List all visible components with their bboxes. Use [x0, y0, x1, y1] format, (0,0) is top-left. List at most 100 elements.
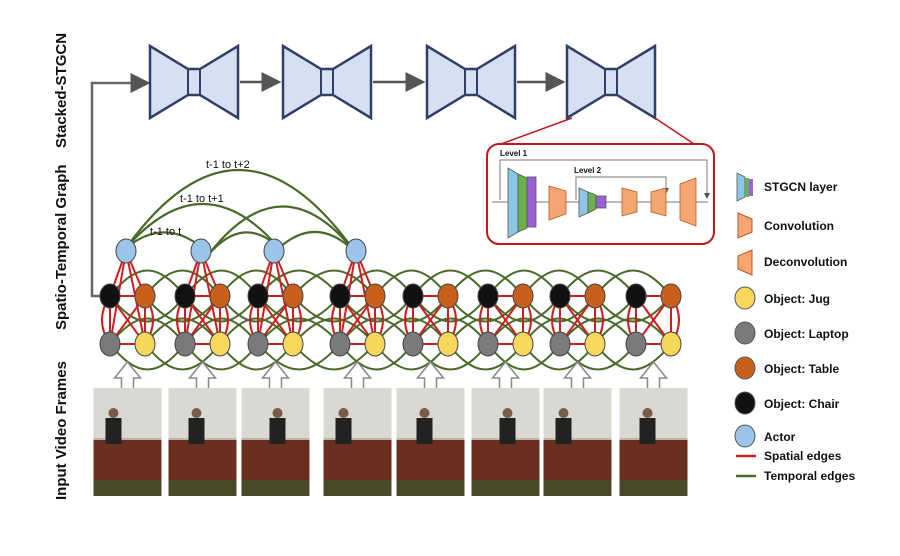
stacked-hourglasses [148, 43, 657, 121]
frame-window [543, 388, 612, 438]
frame-table [93, 440, 162, 480]
inset-conv-2 [621, 187, 638, 217]
temporal-edge [339, 343, 414, 371]
inset-stgcn-layer-1 [507, 167, 519, 239]
node-table [584, 283, 606, 309]
temporal-edge [144, 343, 221, 371]
temporal-edge [339, 269, 414, 297]
node-actor [263, 238, 285, 264]
frame-person-head [191, 408, 202, 418]
temporal-edge [487, 269, 561, 297]
temporal-edge [339, 317, 414, 345]
hourglass-3 [425, 43, 517, 121]
temporal-edge [109, 317, 186, 345]
hourglass-4 [565, 43, 657, 121]
frame-table [619, 440, 688, 480]
legend-chair-icon [734, 391, 756, 415]
node-jug [660, 331, 682, 357]
node-chair [625, 283, 647, 309]
temporal-label-t-1-to-t: t-1 to t [150, 226, 181, 238]
node-table [364, 283, 386, 309]
temporal-edge [447, 295, 524, 323]
inset-stgcn-layer-2b [587, 191, 597, 214]
level2-skip [575, 176, 669, 200]
frame-person-head [558, 408, 569, 418]
temporal-edge [184, 295, 259, 323]
inset-stgcn-layer-1c [526, 176, 537, 228]
inset-deconv-1 [650, 187, 667, 217]
temporal-edge [374, 295, 449, 323]
temporal-edge [184, 343, 259, 371]
inset-border [486, 143, 715, 245]
temporal-edge [559, 269, 637, 297]
node-laptop [549, 331, 571, 357]
node-chair [247, 283, 269, 309]
video-frame-2 [168, 360, 237, 496]
frame-chairs [471, 480, 540, 496]
video-frame-6 [471, 360, 540, 496]
frame-table [323, 440, 392, 480]
temporal-edge [339, 295, 414, 323]
inset-conv-1 [548, 185, 567, 221]
node-laptop [402, 331, 424, 357]
node-table [437, 283, 459, 309]
legend-stgcn-icon-c [749, 179, 753, 196]
node-actor [115, 238, 137, 264]
legend-table-label: Object: Table [764, 362, 839, 376]
frame-person-body [499, 418, 516, 444]
frame-chairs [241, 480, 310, 496]
frame-table [241, 440, 310, 480]
node-chair [402, 283, 424, 309]
temporal-edge [374, 317, 449, 345]
legend-convolution-label: Convolution [764, 219, 834, 233]
legend-jug-label: Object: Jug [764, 292, 830, 306]
node-actor [345, 238, 367, 264]
legend-laptop-icon [734, 321, 756, 345]
frame-chairs [543, 480, 612, 496]
temporal-edge [109, 343, 186, 371]
temporal-edge [109, 295, 186, 323]
node-actor [190, 238, 212, 264]
frame-person-body [639, 418, 656, 444]
node-laptop [329, 331, 351, 357]
legend-stgcn-label: STGCN layer [764, 180, 838, 194]
arc-t-to-t2-a [125, 203, 280, 249]
legend-jug-icon [734, 286, 756, 310]
temporal-edge [184, 269, 259, 297]
temporal-edge [257, 295, 341, 323]
node-table [134, 283, 156, 309]
node-table [209, 283, 231, 309]
temporal-edge [412, 269, 489, 297]
hourglass-1 [148, 43, 240, 121]
frame-person-head [338, 408, 349, 418]
video-frame-4 [323, 360, 392, 496]
node-table [282, 283, 304, 309]
frame-table [168, 440, 237, 480]
frame-chairs [323, 480, 392, 496]
frame-person-head [272, 408, 283, 418]
legend-deconvolution-label: Deconvolution [764, 255, 847, 269]
frame-window [93, 388, 162, 438]
node-laptop [477, 331, 499, 357]
frame-person-body [188, 418, 205, 444]
temporal-edge [144, 317, 221, 345]
temporal-edge [559, 317, 637, 345]
frame-chairs [93, 480, 162, 496]
frame-table [543, 440, 612, 480]
video-frames [93, 360, 688, 496]
temporal-edge [257, 317, 341, 345]
temporal-edge [559, 343, 637, 371]
temporal-edge [412, 317, 489, 345]
video-frame-1 [93, 360, 162, 496]
inset-stgcn-layer-2c [595, 195, 607, 209]
node-laptop [625, 331, 647, 357]
stgcn-detail-inset: Level 1 Level 2 [486, 143, 715, 245]
level1-skip [499, 159, 710, 200]
video-frame-5 [396, 360, 465, 496]
temporal-edge [594, 269, 672, 297]
inset-deconv-2 [679, 177, 697, 227]
node-jug [134, 331, 156, 357]
temporal-label-t-1-to-t-plus-1: t-1 to t+1 [180, 193, 224, 205]
node-laptop [247, 331, 269, 357]
side-label-spatio-temporal-graph: Spatio-Temporal Graph [53, 164, 70, 330]
